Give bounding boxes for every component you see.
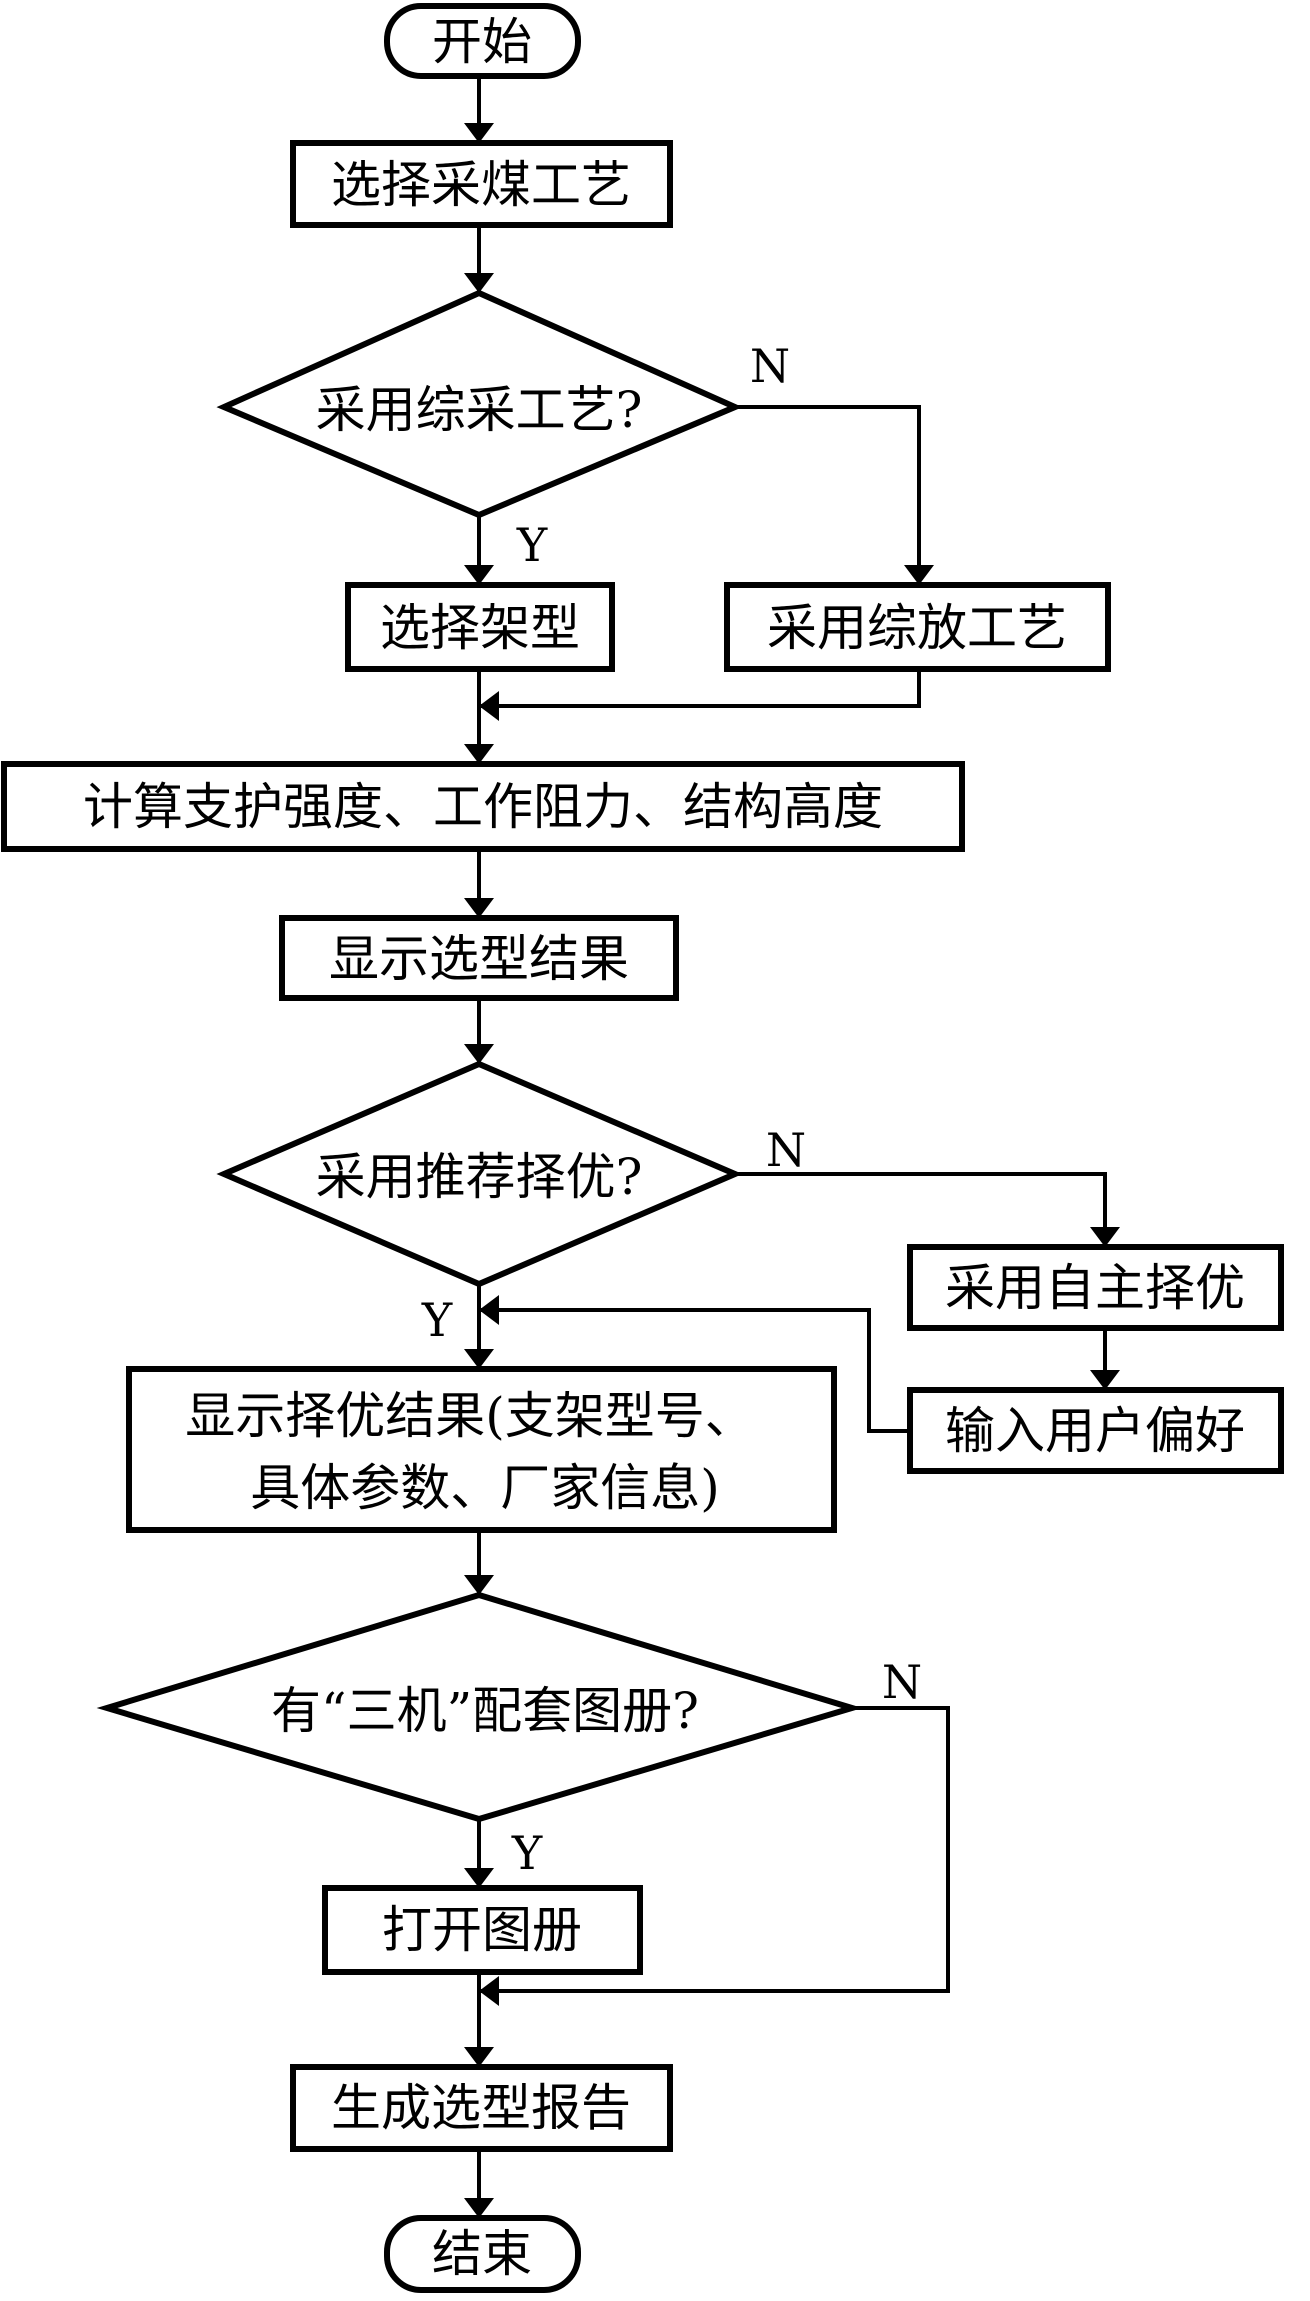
- connectors: [464, 76, 1120, 2218]
- show-optimal-result-line-1: 显示择优结果(支架型号、: [185, 1387, 755, 1445]
- select-support-type-label: 选择架型: [380, 599, 580, 657]
- decision-1-yes-label: Y: [516, 518, 548, 572]
- decision-3-yes-label: Y: [511, 1826, 543, 1880]
- edge-caving-to-merge: [479, 669, 921, 721]
- decision-2-yes-label: Y: [421, 1293, 453, 1347]
- decision-1-no-label: N: [750, 339, 790, 393]
- input-preference-label: 输入用户偏好: [945, 1402, 1245, 1460]
- select-process-box: [290, 140, 673, 228]
- decision-2-no-label: N: [766, 1123, 806, 1177]
- generate-report-box: [290, 2064, 673, 2152]
- show-selection-result-label: 显示选型结果: [329, 930, 629, 988]
- top-coal-caving-label: 采用综放工艺: [767, 599, 1067, 657]
- nodes: [1, 3, 1284, 2293]
- open-atlas-box: [322, 1885, 643, 1975]
- edge-decision-3-no: [479, 1706, 950, 2006]
- end-label: 结束: [432, 2225, 532, 2283]
- open-atlas-label: 打开图册: [382, 1901, 582, 1959]
- self-optimize-label: 采用自主择优: [945, 1259, 1245, 1317]
- select-support-type-box: [345, 582, 615, 672]
- select-process-label: 选择采煤工艺: [331, 156, 631, 214]
- decision-1-diamond: [216, 289, 743, 519]
- decision-1-label: 采用综采工艺?: [316, 381, 643, 439]
- decision-2-diamond: [216, 1060, 743, 1288]
- edge-decision-1-no: [735, 405, 934, 585]
- show-selection-result-box: [279, 915, 679, 1001]
- show-optimal-result-box: [126, 1366, 837, 1533]
- self-optimize-box: [907, 1244, 1284, 1331]
- decision-3-no-label: N: [882, 1655, 922, 1709]
- edge-input-preference-feedback: [479, 1295, 910, 1433]
- show-optimal-result-line-2: 具体参数、厂家信息): [250, 1459, 720, 1517]
- input-preference-box: [907, 1387, 1284, 1474]
- decision-3-label: 有“三机”配套图册?: [271, 1682, 699, 1740]
- start-terminator: [384, 3, 581, 79]
- calculate-label: 计算支护强度、工作阻力、结构高度: [83, 778, 883, 836]
- generate-report-label: 生成选型报告: [331, 2079, 631, 2137]
- start-label: 开始: [432, 13, 532, 71]
- edge-decision-2-no: [735, 1172, 1120, 1247]
- end-terminator: [384, 2215, 581, 2293]
- calculate-box: [1, 761, 965, 852]
- decision-2-label: 采用推荐择优?: [316, 1148, 643, 1206]
- top-coal-caving-box: [724, 582, 1111, 672]
- decision-3-diamond: [96, 1591, 863, 1823]
